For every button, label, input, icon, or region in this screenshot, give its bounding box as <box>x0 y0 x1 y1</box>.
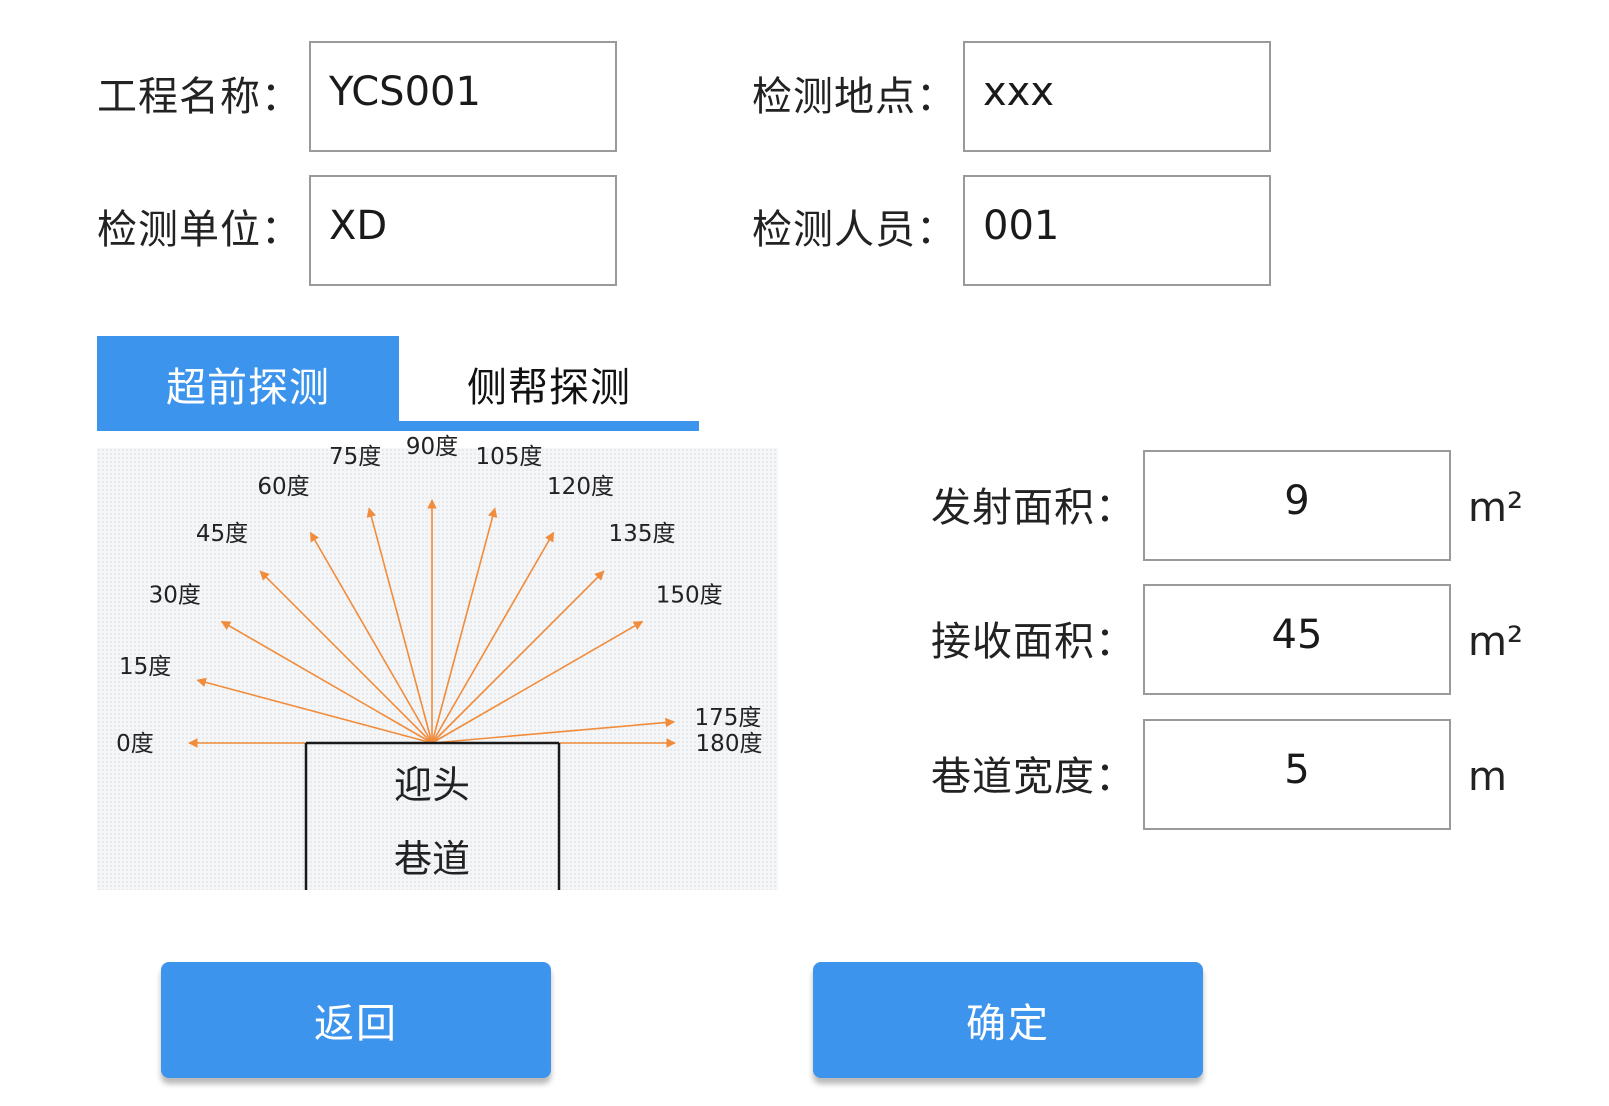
angle-arrow-120 <box>431 531 555 744</box>
angle-label-45: 45度 <box>196 521 248 547</box>
angle-arrow-15 <box>196 677 433 744</box>
angle-arrow-60 <box>309 531 433 744</box>
emit-area-input[interactable] <box>1143 450 1451 561</box>
back-button[interactable]: 返回 <box>161 962 551 1078</box>
receive-area-input[interactable] <box>1143 584 1451 695</box>
emit-area-unit: m² <box>1468 485 1523 531</box>
tunnel-face-label: 迎头 <box>394 763 470 807</box>
project-name-input[interactable] <box>309 41 617 152</box>
angle-label-175: 175度 <box>694 705 761 731</box>
angle-label-90: 90度 <box>406 434 458 460</box>
confirm-button[interactable]: 确定 <box>813 962 1203 1078</box>
angle-label-105: 105度 <box>475 444 542 470</box>
receive-area-unit: m² <box>1468 619 1523 665</box>
unit-input[interactable] <box>309 175 617 286</box>
tab-advance-detection[interactable]: 超前探测 <box>97 336 399 431</box>
angle-arrow-175 <box>431 717 676 744</box>
angle-arrow-45 <box>259 570 433 744</box>
tunnel-width-unit: m <box>1468 754 1507 800</box>
tunnel-name-label: 巷道 <box>394 837 470 881</box>
angle-label-120: 120度 <box>547 474 614 500</box>
angle-arrow-105 <box>431 507 498 744</box>
angle-arrow-135 <box>431 570 605 744</box>
angle-label-150: 150度 <box>656 583 723 609</box>
tunnel-outline <box>304 741 561 890</box>
angle-arrow-30 <box>220 620 433 744</box>
personnel-input[interactable] <box>963 175 1271 286</box>
angle-arrow-75 <box>366 507 433 744</box>
location-input[interactable] <box>963 41 1271 152</box>
angle-label-180: 180度 <box>696 731 763 757</box>
angle-label-135: 135度 <box>609 521 676 547</box>
unit-label: 检测单位： <box>97 207 302 253</box>
location-label: 检测地点： <box>752 74 957 120</box>
tunnel-width-label: 巷道宽度： <box>931 754 1136 800</box>
project-name-label: 工程名称： <box>97 74 302 120</box>
angle-label-75: 75度 <box>329 444 381 470</box>
tunnel-width-input[interactable] <box>1143 719 1451 830</box>
tab-side-detection[interactable]: 侧帮探测 <box>467 364 631 411</box>
angle-label-60: 60度 <box>257 474 309 500</box>
emit-area-label: 发射面积： <box>931 485 1136 531</box>
angle-arrow-150 <box>431 620 644 744</box>
angle-label-0: 0度 <box>116 731 154 757</box>
receive-area-label: 接收面积： <box>931 619 1136 665</box>
angle-label-15: 15度 <box>119 654 171 680</box>
angle-label-30: 30度 <box>149 583 201 609</box>
personnel-label: 检测人员： <box>752 207 957 253</box>
